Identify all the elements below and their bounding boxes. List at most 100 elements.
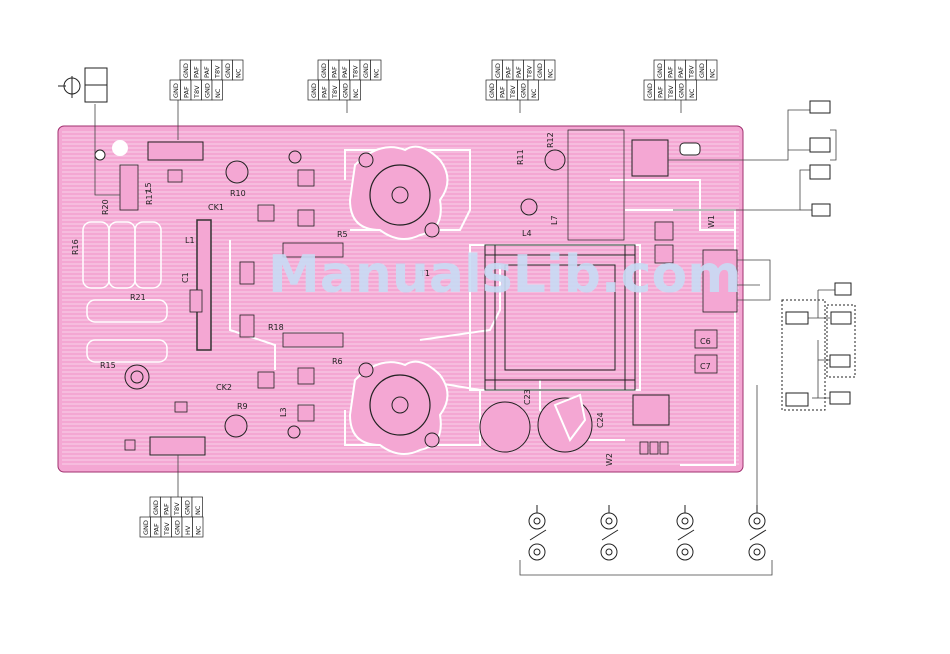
connector-2-row1-cell (370, 59, 382, 81)
connector-5-row2-label: HV (184, 525, 192, 535)
leader-lines (94, 100, 837, 576)
capacitor-c24 (537, 393, 593, 453)
connector-1-row2-label: PAF (182, 86, 190, 98)
connector-4-row1-label: T8V (687, 65, 695, 79)
label-r20: R20 (101, 199, 110, 215)
connector-1-row1-label: NC (234, 68, 242, 78)
connector-3-row2-label: GND (519, 83, 527, 98)
label-ck2: CK2 (216, 383, 232, 392)
label-l3: L3 (279, 407, 288, 417)
transformer-t1 (484, 244, 636, 391)
heat-sink-box (567, 129, 625, 241)
label-l7: L7 (550, 215, 559, 225)
connector-3-row1-label: NC (546, 68, 554, 78)
connector-3-row1-label: GND (536, 63, 544, 78)
antenna-symbol-4 (748, 505, 767, 561)
antenna-symbol-3 (676, 505, 695, 561)
connector-3-row1-label: PAF (515, 66, 523, 78)
connector-5-row2-label: NC (194, 525, 202, 535)
small-components (119, 164, 738, 455)
connector-4-row1-label: GND (656, 63, 664, 78)
speaker-symbol (58, 67, 108, 103)
connector-2-row2-label: GND (341, 83, 349, 98)
connector-4-row2-label: GND (646, 83, 654, 98)
power-transistor-bottom (348, 360, 449, 455)
label-w2: W2 (605, 453, 614, 466)
connector-4-row2-cell (685, 79, 697, 101)
label-r18: R18 (268, 323, 284, 332)
connector-4-row1-label: GND (698, 63, 706, 78)
antenna-symbol-1 (528, 505, 547, 561)
connector-5-row2-cell (192, 516, 204, 538)
label-w1: W1 (707, 215, 716, 228)
label-c23: C23 (523, 389, 532, 405)
label-r17: R17 (145, 189, 154, 205)
label-r9: R9 (237, 402, 248, 411)
connector-4-row1-label: PAF (666, 66, 674, 78)
connector-2-row1-label: PAF (330, 66, 338, 78)
connector-1-row2-label: GND (203, 83, 211, 98)
connector-4-row2-label: PAF (656, 86, 664, 98)
header-top (147, 141, 204, 161)
connector-5-row2-label: T8V (163, 522, 171, 536)
label-l4: L4 (522, 229, 532, 238)
connector-1-row2-label: T8V (193, 85, 201, 99)
label-r21: R21 (130, 293, 146, 302)
label-r10: R10 (230, 189, 246, 198)
connector-1-row2-cell (211, 79, 223, 101)
offboard-terminals (785, 100, 852, 407)
connector-4-row1-label: PAF (677, 66, 685, 78)
connector-1-row1-label: GND (182, 63, 190, 78)
label-t1: T1 (419, 269, 430, 278)
connector-4-row1-cell (706, 59, 718, 81)
connector-5-row2-label: GND (173, 520, 181, 535)
label-r5: R5 (337, 230, 348, 239)
connector-2-row1-label: GND (320, 63, 328, 78)
connector-2-row1-label: T8V (351, 65, 359, 79)
connector-1-row1-label: PAF (203, 66, 211, 78)
connector-5-row1-label: PAF (162, 503, 170, 515)
connector-3-row2-label: T8V (509, 85, 517, 99)
antenna-symbols (528, 505, 767, 561)
power-transistor-top (348, 145, 449, 240)
label-c24: C24 (596, 412, 605, 428)
connector-1-row2-label: GND (172, 83, 180, 98)
connector-5-row2-label: PAF (152, 523, 160, 535)
connector-5-row1-label: GND (152, 500, 160, 515)
connector-5-row1-label: T8V (173, 502, 181, 516)
connector-3-row2-label: PAF (498, 86, 506, 98)
connector-2-row2-label: NC (352, 88, 360, 98)
label-r16: R16 (71, 239, 80, 255)
connector-2-row1-label: PAF (341, 66, 349, 78)
label-r15: R15 (100, 361, 116, 370)
connector-2-row2-cell (349, 79, 361, 101)
connector-1-row1-label: GND (224, 63, 232, 78)
connector-4-row1-label: NC (708, 68, 716, 78)
label-c7: C7 (700, 362, 711, 371)
connector-3-row1-cell (544, 59, 556, 81)
connector-3-row1-label: GND (494, 63, 502, 78)
label-c1: C1 (181, 272, 190, 283)
capacitor-c23 (479, 401, 531, 453)
label-ck1: CK1 (208, 203, 224, 212)
connector-2-row2-label: T8V (331, 85, 339, 99)
label-c6: C6 (700, 337, 711, 346)
box-top-right (631, 139, 701, 426)
component-labels: R20 R17 R16 L1 C1 R21 R15 CK1 CK2 R10 R9… (71, 132, 716, 466)
connector-5-row1-label: GND (183, 500, 191, 515)
connector-3-row2-label: NC (530, 88, 538, 98)
connector-1-row1-cell (232, 59, 244, 81)
connector-2-row1-label: GND (362, 63, 370, 78)
dashed-groups (781, 299, 856, 411)
connector-4-row2-label: NC (688, 88, 696, 98)
connector-2-row2-label: PAF (320, 86, 328, 98)
connector-3-row1-label: PAF (504, 66, 512, 78)
connector-1-row1-label: PAF (192, 66, 200, 78)
connector-3-row2-label: GND (488, 83, 496, 98)
connector-3-row1-label: T8V (525, 65, 533, 79)
connector-2-row1-label: NC (372, 68, 380, 78)
label-r12: R12 (546, 132, 555, 148)
connector-1-row2-label: NC (214, 88, 222, 98)
connector-5-row1-label: NC (194, 505, 202, 515)
